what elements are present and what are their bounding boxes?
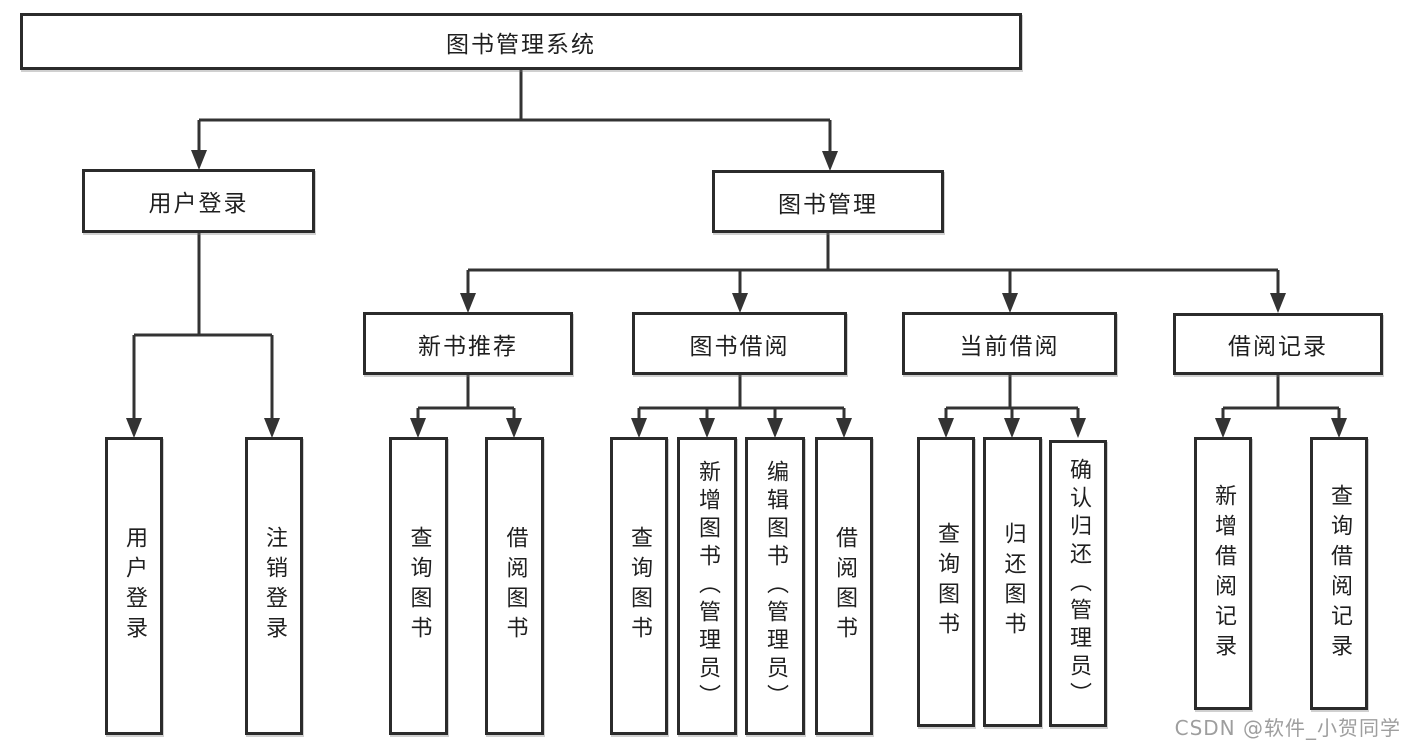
arrow-down-icon	[1331, 418, 1347, 438]
watermark: CSDN @软件_小贺同学	[1174, 716, 1401, 740]
node-user-login: 用户登录	[82, 169, 315, 233]
arrow-down-icon	[732, 293, 748, 313]
leaf-query-books-current: 查询图书	[917, 437, 975, 727]
leaf-query-books-recommend: 查询图书	[389, 437, 448, 735]
arrow-down-icon	[264, 418, 280, 438]
node-library-system: 图书管理系统	[20, 13, 1022, 70]
node-book-borrowing: 图书借阅	[632, 312, 847, 375]
arrow-down-icon	[191, 150, 207, 170]
arrow-down-icon	[1004, 418, 1020, 438]
leaf-edit-book-admin: 编辑图书（管理员）	[745, 437, 805, 735]
arrow-down-icon	[836, 418, 852, 438]
arrow-down-icon	[938, 418, 954, 438]
arrow-down-icon	[1002, 293, 1018, 313]
arrow-down-icon	[1215, 418, 1231, 438]
leaf-confirm-return-admin: 确认归还（管理员）	[1049, 440, 1107, 727]
arrowheads	[126, 150, 1347, 438]
connector-segments	[132, 69, 1341, 421]
arrow-down-icon	[699, 418, 715, 438]
arrow-down-icon	[1070, 418, 1086, 438]
leaf-add-borrow-record: 新增借阅记录	[1194, 437, 1252, 710]
arrow-down-icon	[126, 418, 142, 438]
arrow-down-icon	[631, 418, 647, 438]
node-new-book-recommend: 新书推荐	[363, 312, 573, 375]
leaf-user-login: 用户登录	[105, 437, 163, 735]
arrow-down-icon	[460, 293, 476, 313]
leaf-borrow-books-recommend: 借阅图书	[485, 437, 544, 735]
leaf-query-borrow-record: 查询借阅记录	[1310, 437, 1368, 710]
arrow-down-icon	[506, 418, 522, 438]
leaf-logout: 注销登录	[245, 437, 303, 735]
node-book-management: 图书管理	[712, 170, 944, 233]
leaf-borrow-books: 借阅图书	[815, 437, 873, 735]
leaf-return-book: 归还图书	[983, 437, 1042, 727]
leaf-query-books-borrow: 查询图书	[610, 437, 668, 735]
arrow-down-icon	[410, 418, 426, 438]
arrow-down-icon	[1270, 293, 1286, 313]
arrow-down-icon	[767, 418, 783, 438]
node-current-borrowing: 当前借阅	[902, 312, 1117, 375]
node-borrowing-records: 借阅记录	[1173, 313, 1383, 375]
leaf-add-book-admin: 新增图书（管理员）	[677, 437, 737, 735]
arrow-down-icon	[822, 151, 838, 171]
